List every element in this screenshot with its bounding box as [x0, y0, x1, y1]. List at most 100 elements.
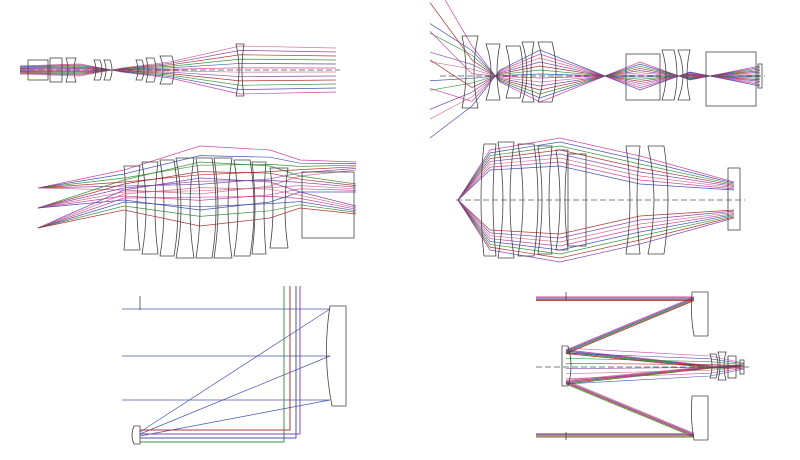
lens-element [625, 53, 661, 101]
two-mirror-telescope [536, 291, 750, 441]
light-ray [457, 199, 735, 247]
lens-element [537, 145, 553, 255]
lens-element [661, 49, 678, 101]
lens-element [251, 161, 267, 255]
light-ray [536, 366, 743, 436]
lens-element [497, 141, 515, 259]
light-ray [19, 63, 337, 95]
telescope-rays [536, 296, 745, 438]
light-ray [37, 207, 357, 229]
light-ray [37, 177, 357, 229]
lens-element [705, 51, 757, 107]
light-ray [19, 64, 337, 90]
light-ray [37, 145, 357, 189]
light-ray [457, 199, 735, 243]
lens-element [677, 49, 691, 101]
light-ray [457, 199, 735, 255]
fast-objective-rays [457, 137, 735, 263]
prism-block [301, 171, 355, 239]
lens-element [233, 159, 255, 257]
light-ray [37, 171, 357, 209]
light-ray [37, 188, 357, 209]
light-ray [565, 368, 745, 385]
light-ray [457, 199, 735, 235]
light-ray [37, 201, 357, 229]
zoom-relay-rays [19, 45, 337, 95]
light-ray [565, 347, 745, 364]
light-ray [37, 169, 357, 195]
primary-mirror [326, 305, 347, 407]
light-ray [19, 50, 337, 76]
light-ray [19, 65, 337, 86]
lens-element [555, 149, 569, 251]
fast-objective-lens [456, 137, 745, 263]
corrector-lens [717, 351, 727, 381]
light-ray [140, 286, 285, 443]
light-ray [139, 355, 331, 435]
light-ray [19, 45, 337, 77]
lens-element [135, 59, 145, 81]
light-ray [565, 363, 745, 366]
light-ray [37, 155, 357, 189]
light-ray [457, 199, 735, 239]
light-ray [140, 286, 291, 431]
light-ray [536, 296, 742, 367]
light-ray [565, 367, 745, 380]
lens-element [159, 159, 179, 257]
off-axis-mirror-system [122, 286, 347, 445]
lens-element [269, 167, 289, 249]
light-ray [457, 199, 735, 259]
light-ray [565, 352, 745, 365]
light-ray [429, 49, 761, 139]
lens-element [537, 41, 557, 103]
light-ray [19, 54, 337, 75]
light-ray [19, 58, 337, 74]
light-ray [37, 196, 357, 229]
light-ray [457, 141, 735, 201]
lens-element [480, 143, 497, 257]
secondary-mirror [561, 345, 572, 387]
light-ray [565, 366, 745, 369]
light-ray [37, 204, 357, 229]
light-ray [19, 66, 337, 82]
light-ray [19, 68, 337, 77]
lens-element [521, 41, 535, 103]
lens-element [195, 157, 217, 259]
light-ray [457, 137, 735, 201]
image-plane [727, 167, 741, 231]
multi-field-lenses [123, 157, 355, 259]
primary-mirror-lower [690, 395, 709, 441]
zoom-relay-system [19, 43, 340, 97]
light-ray [19, 69, 337, 73]
light-ray [429, 32, 761, 95]
off-axis-optics [131, 296, 347, 445]
light-ray [37, 166, 357, 189]
lens-element [103, 59, 113, 81]
lens-element [145, 57, 157, 83]
lens-element [485, 43, 501, 101]
lens-element [625, 145, 641, 255]
light-ray [565, 366, 745, 375]
wide-angle-lenses [461, 35, 763, 109]
lens-element [141, 161, 159, 255]
lens-element [213, 157, 233, 259]
light-ray [37, 187, 357, 229]
lens-element [175, 157, 195, 259]
corrector-lens [709, 353, 719, 379]
light-ray [429, 61, 761, 110]
light-ray [19, 63, 337, 72]
off-axis-rays [122, 286, 331, 443]
light-ray [457, 161, 735, 201]
lens-element [65, 57, 77, 83]
light-ray [37, 180, 357, 209]
light-ray [457, 153, 735, 201]
light-ray [429, 57, 761, 120]
light-ray [457, 165, 735, 201]
lens-element [505, 45, 524, 99]
multi-field-imaging-lens [37, 145, 357, 259]
lens-element [461, 35, 479, 109]
light-ray [457, 145, 735, 201]
wide-angle-doublegauss [429, 0, 765, 139]
